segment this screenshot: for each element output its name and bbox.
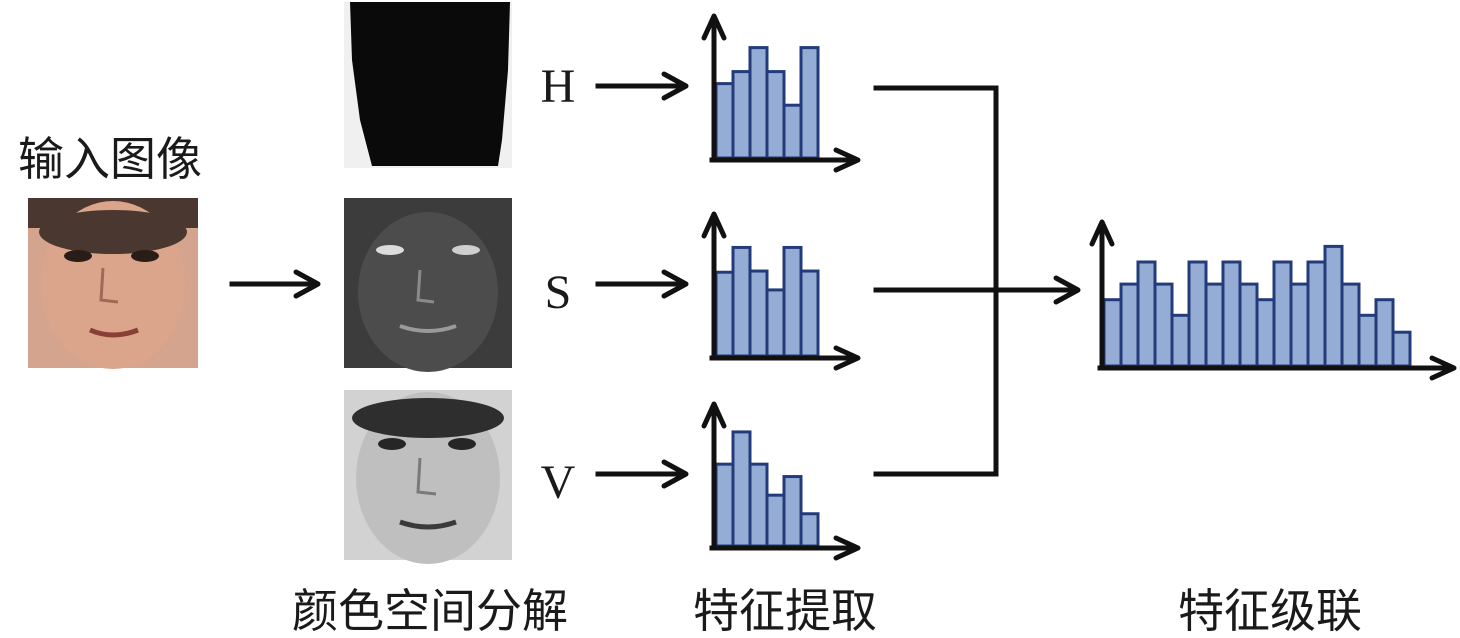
arrow-input-to-decompose	[229, 269, 321, 299]
arrow-h-to-histogram	[595, 71, 689, 101]
arrow-v-to-histogram	[595, 459, 689, 489]
histogram-bar-concat-5	[1187, 260, 1208, 368]
histogram-bar-concat-11	[1289, 282, 1310, 368]
histogram-bar-h-1	[731, 70, 752, 160]
histogram-bar-concat-17	[1391, 330, 1412, 368]
histogram-bar-concat-10	[1272, 260, 1293, 368]
histogram-bar-v-5	[799, 512, 820, 548]
histogram-bar-concat-0	[1102, 298, 1123, 368]
histogram-bar-v-1	[731, 430, 752, 548]
histogram-bar-s-4	[782, 245, 803, 358]
channel-label-s: S	[545, 266, 572, 319]
histogram-bar-concat-7	[1221, 260, 1242, 368]
histogram-bar-concat-14	[1340, 282, 1361, 368]
histogram-bar-concat-12	[1306, 260, 1327, 368]
histogram-s	[701, 211, 861, 371]
channel-label-h: H	[541, 60, 576, 113]
channel-label-v: V	[541, 456, 576, 509]
histogram-bar-h-2	[748, 46, 769, 160]
histogram-bar-v-3	[765, 493, 786, 548]
histogram-bar-concat-6	[1204, 282, 1225, 368]
histogram-bar-s-0	[714, 270, 735, 358]
histogram-bar-s-1	[731, 245, 752, 358]
input-face-image	[28, 198, 198, 369]
concat-caption: 特征级联	[1178, 584, 1362, 638]
arrow-s-to-histogram	[595, 269, 689, 299]
histogram-bar-concat-16	[1374, 298, 1395, 368]
histogram-bar-s-3	[765, 288, 786, 358]
histogram-bar-h-3	[765, 70, 786, 160]
decompose-caption: 颜色空间分解	[292, 584, 568, 638]
extract-caption: 特征提取	[693, 584, 877, 638]
saturation-channel-image	[344, 198, 512, 372]
concatenated-histogram	[1089, 219, 1457, 381]
hue-channel-image	[344, 2, 512, 168]
histogram-bar-concat-15	[1357, 313, 1378, 368]
input-image-caption: 输入图像	[18, 132, 202, 186]
value-channel-image	[344, 390, 512, 564]
histogram-bar-concat-1	[1119, 282, 1140, 368]
histogram-bar-v-2	[748, 462, 769, 548]
histogram-bar-h-0	[714, 82, 735, 160]
histogram-h	[701, 13, 861, 173]
histogram-bar-concat-13	[1323, 244, 1344, 368]
histogram-bar-h-5	[799, 46, 820, 160]
histogram-bar-s-5	[799, 269, 820, 358]
histogram-bar-h-4	[782, 103, 803, 160]
histogram-bar-concat-9	[1255, 298, 1276, 368]
histogram-bar-v-0	[714, 462, 735, 548]
histogram-bar-concat-2	[1136, 260, 1157, 368]
merge-connector	[873, 85, 1081, 477]
histogram-bar-concat-4	[1170, 313, 1191, 368]
histogram-v	[701, 401, 861, 561]
histogram-bar-s-2	[748, 269, 769, 358]
histogram-bar-concat-8	[1238, 282, 1259, 368]
histogram-bar-concat-3	[1153, 282, 1174, 368]
histogram-bar-v-4	[782, 475, 803, 548]
